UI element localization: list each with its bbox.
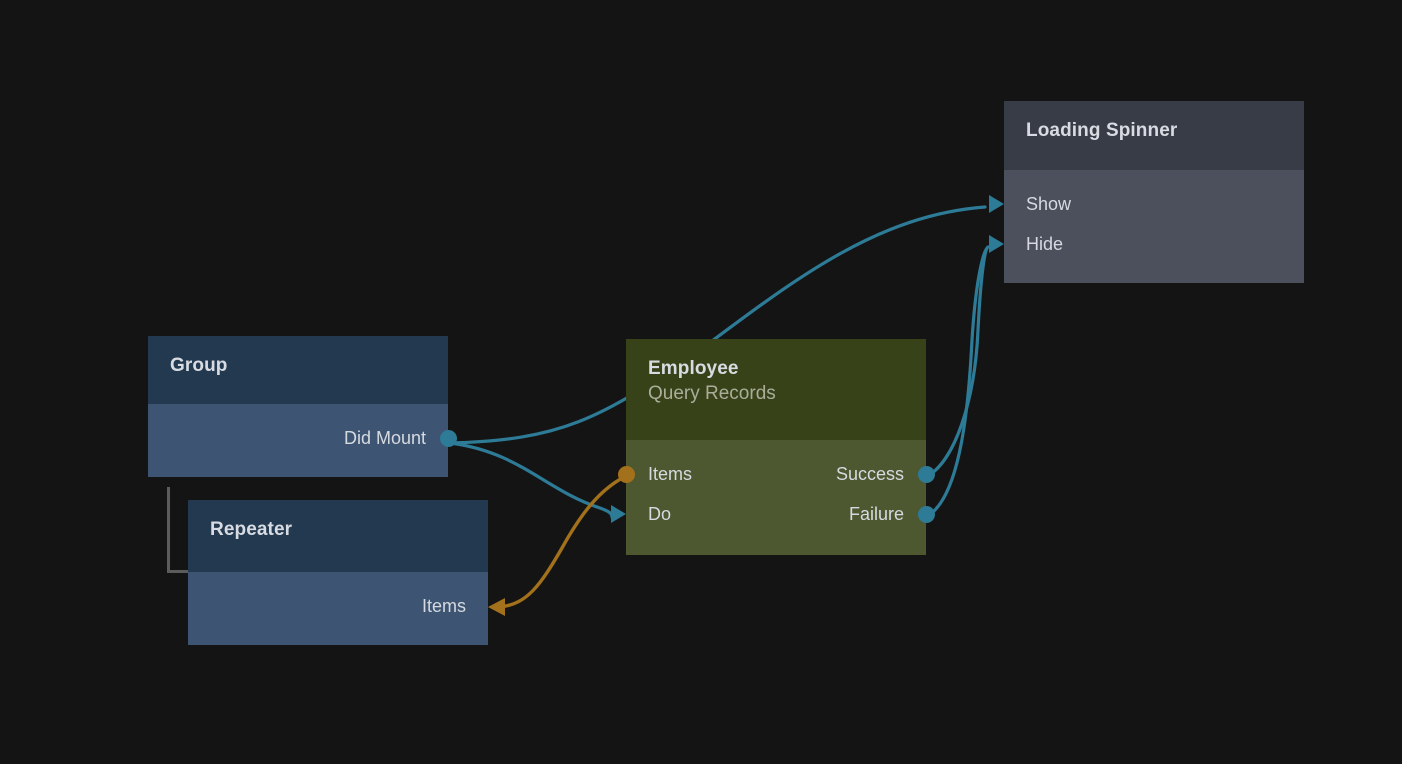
port-loading-spinner-show-signal-arrow-icon[interactable] — [989, 195, 1004, 213]
node-repeater-title: Repeater — [210, 519, 293, 540]
port-label-employee-success: Success — [835, 464, 904, 484]
port-label-repeater-items: Items — [421, 596, 466, 616]
port-employee-do-signal-arrow-icon[interactable] — [611, 505, 626, 523]
port-label-did-mount: Did Mount — [343, 428, 426, 448]
node-group[interactable]: Group Did Mount — [148, 336, 457, 477]
connection-failure-to-hide — [924, 245, 990, 519]
port-label-employee-failure: Failure — [848, 504, 904, 524]
port-row-employee-items[interactable]: Items Success — [617, 454, 935, 494]
port-row-repeater-items[interactable]: Items — [188, 586, 488, 626]
port-employee-success-signal-dot-icon[interactable] — [917, 465, 935, 483]
port-row-loading-spinner-hide[interactable]: Hide — [989, 224, 1304, 264]
port-label-loading-spinner-hide: Hide — [1026, 234, 1064, 254]
arrowhead-repeater-items-icon — [488, 598, 505, 616]
node-group-header[interactable]: Group — [148, 336, 448, 404]
connection-success-to-hide — [924, 245, 990, 479]
connection-employee-items-to-repeater-items — [498, 475, 626, 609]
node-repeater-body: Items — [188, 572, 488, 645]
node-loading-spinner-header[interactable]: Loading Spinner — [1004, 101, 1304, 170]
node-employee[interactable]: Employee Query Records Items Success Do … — [611, 339, 935, 555]
node-loading-spinner-title: Loading Spinner — [1026, 120, 1178, 141]
node-repeater-header[interactable]: Repeater — [188, 500, 488, 572]
port-row-employee-do[interactable]: Do Failure — [611, 494, 935, 534]
node-employee-title: Employee — [648, 358, 739, 379]
node-employee-header[interactable]: Employee Query Records — [626, 339, 926, 440]
port-row-loading-spinner-show[interactable]: Show — [989, 184, 1304, 224]
node-employee-body: Items Success Do Failure — [611, 440, 935, 555]
port-label-employee-items: Items — [648, 464, 693, 484]
port-label-employee-do: Do — [648, 504, 672, 524]
node-employee-subtitle: Query Records — [648, 383, 776, 404]
node-group-body: Did Mount — [148, 404, 457, 477]
port-employee-items-data-dot-icon[interactable] — [617, 465, 635, 483]
node-group-title: Group — [170, 355, 228, 376]
port-employee-failure-signal-dot-icon[interactable] — [917, 505, 935, 523]
node-repeater[interactable]: Repeater Items — [188, 500, 488, 645]
port-row-did-mount[interactable]: Did Mount — [148, 418, 457, 458]
port-did-mount-signal-dot-icon[interactable] — [439, 429, 457, 447]
port-loading-spinner-hide-signal-arrow-icon[interactable] — [989, 235, 1004, 253]
port-label-loading-spinner-show: Show — [1026, 194, 1072, 214]
node-loading-spinner-body: Show Hide — [989, 170, 1304, 283]
node-loading-spinner[interactable]: Loading Spinner Show Hide — [989, 101, 1304, 283]
